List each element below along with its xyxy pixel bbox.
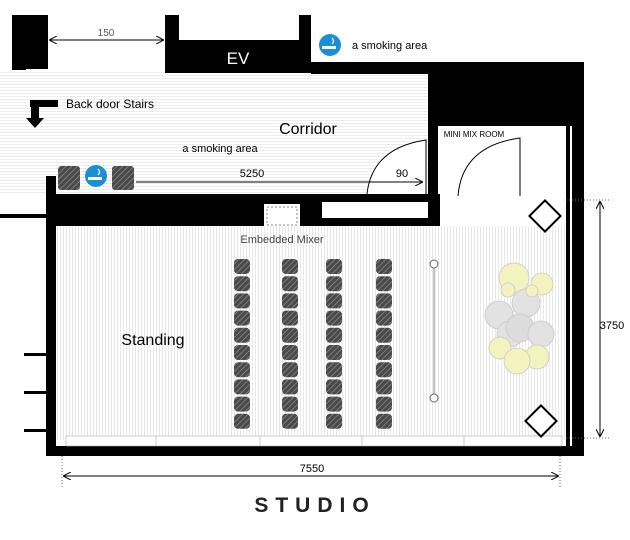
seat-col3-row3 bbox=[326, 293, 342, 309]
seat-col2-row9 bbox=[282, 396, 298, 412]
dim-90-label: 90 bbox=[396, 168, 408, 180]
mini-mix-room-walls bbox=[428, 72, 572, 126]
wall-right-outer bbox=[572, 62, 584, 454]
seat-col1-row5 bbox=[234, 327, 250, 343]
seat-col4-row9 bbox=[376, 396, 392, 412]
corridor-seat-right bbox=[112, 166, 134, 190]
wall-tick-3 bbox=[24, 429, 48, 432]
seat-col4-row7 bbox=[376, 362, 392, 378]
seat-col3-row2 bbox=[326, 276, 342, 292]
seat-col1-row6 bbox=[234, 345, 250, 360]
seat-col3-row10 bbox=[326, 413, 342, 429]
seat-col3-row9 bbox=[326, 396, 342, 412]
seat-col1-row8 bbox=[234, 379, 250, 395]
seat-col2-row5 bbox=[282, 327, 298, 343]
wall-studio-top-mid bbox=[300, 194, 322, 226]
light-fixture-top bbox=[429, 259, 439, 269]
seat-col2-row7 bbox=[282, 362, 298, 378]
seat-col2-row6 bbox=[282, 345, 298, 360]
seat-col2-row2 bbox=[282, 276, 298, 292]
dim-3750-label: 3750 bbox=[600, 320, 624, 332]
light-fixture-bottom bbox=[429, 393, 439, 403]
smoking-area-label-corridor: a smoking area bbox=[182, 143, 258, 155]
embedded-mixer-label: Embedded Mixer bbox=[240, 234, 323, 246]
wall-corridor-top bbox=[311, 62, 577, 74]
wall-top-left bbox=[12, 15, 48, 69]
studio-title: STUDIO bbox=[254, 494, 375, 517]
wall-studio-bottom bbox=[46, 446, 584, 456]
standing-label: Standing bbox=[121, 332, 184, 349]
seat-col4-row1 bbox=[376, 259, 392, 274]
wall-tick-2 bbox=[24, 391, 48, 394]
wall-left-stub bbox=[46, 176, 56, 196]
seat-col3-row5 bbox=[326, 327, 342, 343]
elevator-label: EV bbox=[227, 49, 250, 68]
seat-col4-row8 bbox=[376, 379, 392, 395]
wall-studio-top-right bbox=[320, 194, 438, 202]
dim-5250-label: 5250 bbox=[240, 168, 264, 180]
wall-studio-left bbox=[46, 194, 56, 456]
seat-col3-row4 bbox=[326, 310, 342, 326]
wall-studio-top-right-lower bbox=[320, 218, 438, 226]
corridor-label: Corridor bbox=[279, 121, 337, 138]
seat-col1-row1 bbox=[234, 259, 250, 274]
seat-col1-row4 bbox=[234, 310, 250, 326]
elevator-block bbox=[165, 40, 311, 73]
corridor-seat-left bbox=[58, 166, 80, 190]
wall-studio-top-far bbox=[430, 194, 440, 226]
stairs-arrow-icon bbox=[26, 100, 58, 128]
seat-col2-row4 bbox=[282, 310, 298, 326]
seating-rows bbox=[234, 259, 392, 429]
smoking-icon bbox=[319, 34, 341, 56]
dim-7550-label: 7550 bbox=[300, 463, 324, 475]
mini-mix-room-left-wall bbox=[428, 72, 438, 224]
seat-col1-row9 bbox=[234, 396, 250, 412]
embedded-mixer-inner bbox=[266, 206, 298, 226]
wall-studio-top bbox=[46, 194, 302, 226]
seat-col3-row7 bbox=[326, 362, 342, 378]
seat-col4-row2 bbox=[376, 276, 392, 292]
seat-col1-row3 bbox=[234, 293, 250, 309]
wall-ledge-left bbox=[0, 214, 48, 218]
seat-col4-row3 bbox=[376, 293, 392, 309]
seat-col3-row1 bbox=[326, 259, 342, 274]
studio-floor bbox=[56, 226, 566, 440]
mini-mix-room-label: MINI MIX ROOM bbox=[444, 130, 505, 139]
speaker-icon-top bbox=[528, 199, 562, 233]
seat-col3-row6 bbox=[326, 345, 342, 360]
seat-col2-row10 bbox=[282, 413, 298, 429]
seat-col3-row8 bbox=[326, 379, 342, 395]
seat-col2-row8 bbox=[282, 379, 298, 395]
seat-col4-row10 bbox=[376, 413, 392, 429]
mini-mix-door[interactable] bbox=[457, 137, 521, 197]
stage-edge bbox=[65, 435, 563, 447]
corridor-smoking-icon bbox=[85, 165, 107, 187]
seat-col1-row10 bbox=[234, 413, 250, 429]
seat-col2-row3 bbox=[282, 293, 298, 309]
seat-col2-row1 bbox=[282, 259, 298, 274]
seat-col1-row7 bbox=[234, 362, 250, 378]
wall-top-left-inner bbox=[12, 62, 26, 70]
seat-col4-row5 bbox=[376, 327, 392, 343]
seat-col4-row4 bbox=[376, 310, 392, 326]
smoking-area-label-top: a smoking area bbox=[352, 40, 428, 52]
back-door-stairs-label: Back door Stairs bbox=[66, 97, 154, 111]
wall-right-inner bbox=[566, 62, 570, 454]
light-cluster bbox=[484, 262, 555, 375]
wall-tick-1 bbox=[24, 353, 48, 356]
dim-150-label: 150 bbox=[98, 28, 115, 39]
seat-col1-row2 bbox=[234, 276, 250, 292]
speaker-icon-bottom bbox=[524, 404, 558, 438]
seat-col4-row6 bbox=[376, 345, 392, 360]
